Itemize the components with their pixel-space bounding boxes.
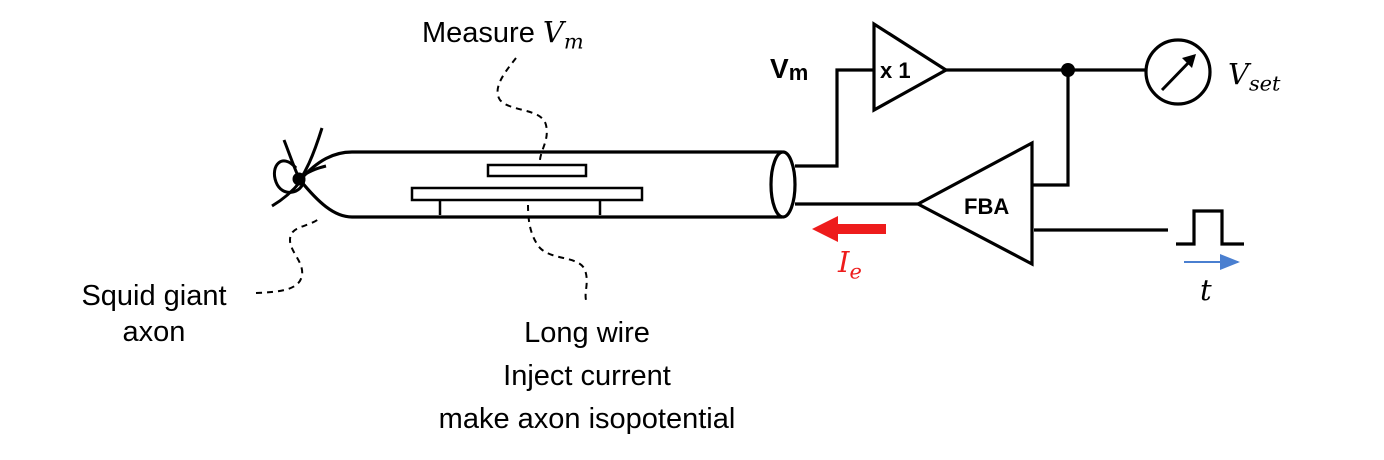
measure-label-sub: m: [563, 29, 584, 54]
circuit-wires: [795, 68, 1168, 232]
meter-label: Vset: [1228, 56, 1280, 101]
unity-gain-label: x 1: [880, 58, 911, 83]
time-label-var: t: [1200, 273, 1212, 307]
measure-label: Measure Vm: [422, 14, 584, 59]
current-label-var: I: [838, 245, 850, 279]
wire-label-line-3: make axon isopotential: [438, 403, 736, 435]
wire-label-line-2: Inject current: [503, 360, 671, 392]
voltmeter: [1144, 38, 1212, 106]
wire-callout-line: [527, 204, 588, 301]
vm-node-label: Vm: [770, 53, 808, 85]
time-label: t: [1200, 272, 1212, 309]
current-arrow: [812, 216, 886, 242]
axon-callout-line: [255, 217, 321, 294]
unity-gain-buffer: [872, 21, 950, 113]
measure-label-var: V: [542, 15, 564, 49]
junction-dot: [1061, 63, 1075, 77]
meter-label-sub: set: [1248, 71, 1281, 96]
axon-label: Squid giant axon: [64, 278, 244, 350]
callout-lines: [255, 57, 588, 301]
meter-label-var: V: [1228, 57, 1249, 91]
wire-label: Long wire Inject current make axon isopo…: [392, 312, 782, 441]
measure-callout-line: [496, 57, 548, 167]
meter-needle-icon: [1160, 54, 1196, 92]
squid-sketch: [271, 127, 327, 208]
feedback-amplifier: [914, 140, 1034, 267]
axon-tube: [298, 150, 797, 219]
measure-electrode: [486, 163, 588, 178]
wire-label-line-1: Long wire: [524, 317, 650, 349]
current-label-sub: e: [849, 259, 862, 284]
fba-label: FBA: [964, 194, 1009, 219]
measure-label-text: Measure: [422, 17, 535, 49]
current-wire: [410, 186, 644, 215]
current-label: Ie: [838, 244, 862, 289]
axon-label-line-1: Squid giant: [81, 280, 227, 312]
pulse-waveform-icon: [1176, 209, 1244, 246]
axon-label-line-2: axon: [122, 316, 186, 348]
